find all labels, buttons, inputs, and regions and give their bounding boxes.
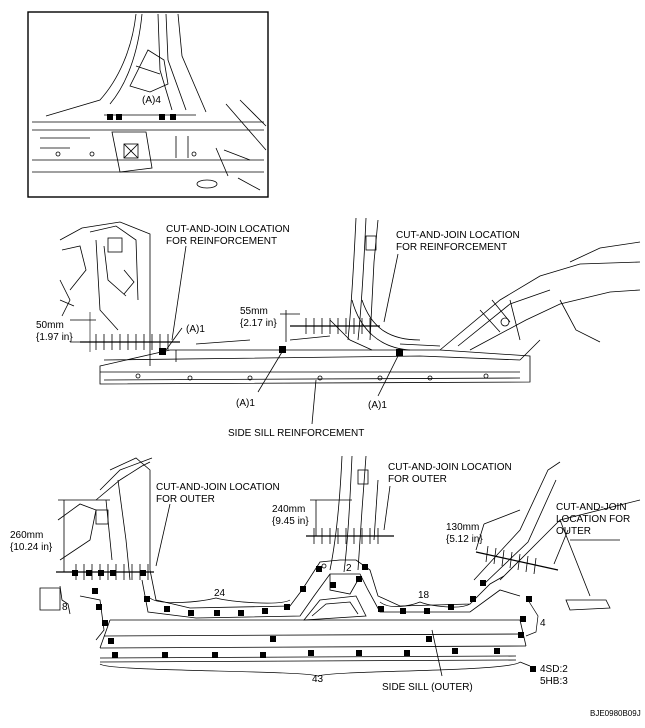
cut-join-outer-right-line3: OUTER	[556, 526, 591, 537]
weld-mark	[300, 586, 306, 592]
weld-mark	[116, 114, 122, 120]
weld-mark	[260, 652, 266, 658]
count-18: 18	[418, 590, 430, 601]
weld-mark	[279, 346, 286, 353]
weld-mark	[480, 580, 486, 586]
weld-mark	[378, 606, 384, 612]
weld-mark	[212, 652, 218, 658]
dim-240mm-in: {9.45 in}	[272, 516, 309, 527]
weld-mark	[144, 596, 150, 602]
count-8: 8	[62, 602, 68, 613]
weld-mark	[526, 596, 532, 602]
reinforcement-panel	[59, 217, 641, 425]
count-43: 43	[312, 674, 324, 685]
weld-mark	[110, 570, 116, 576]
weld-mark	[518, 632, 524, 638]
weld-mark	[404, 650, 410, 656]
legend-line2: 5HB:3	[540, 676, 568, 687]
weld-mark	[159, 348, 166, 355]
spot-a1-upper: (A)1	[186, 324, 205, 335]
weld-mark	[470, 596, 476, 602]
legend-line1: 4SD:2	[540, 664, 568, 675]
weld-mark	[494, 648, 500, 654]
dim-240mm: 240mm	[272, 504, 306, 515]
dim-50mm: 50mm	[36, 320, 64, 331]
weld-mark	[162, 652, 168, 658]
weld-mark	[448, 604, 454, 610]
weld-mark	[452, 648, 458, 654]
weld-mark	[98, 570, 104, 576]
weld-mark	[159, 114, 165, 120]
cut-join-reinforcement-left-line2: FOR REINFORCEMENT	[166, 236, 278, 247]
part-name-outer: SIDE SILL (OUTER)	[382, 682, 473, 693]
outer-spot-welds	[72, 564, 536, 672]
dim-130mm-in: {5.12 in}	[446, 534, 483, 545]
cut-join-reinforcement-right-line2: FOR REINFORCEMENT	[396, 242, 508, 253]
dim-260mm: 260mm	[10, 530, 44, 541]
weld-mark	[356, 650, 362, 656]
weld-mark	[424, 608, 430, 614]
count-24: 24	[214, 588, 226, 599]
dim-130mm: 130mm	[446, 522, 480, 533]
weld-mark	[426, 636, 432, 642]
legend-weld-mark	[530, 666, 536, 672]
weld-mark	[270, 636, 276, 642]
reinforcement-spot-welds	[159, 346, 403, 356]
weld-mark	[140, 570, 146, 576]
weld-mark	[520, 616, 526, 622]
detail-view	[27, 11, 269, 198]
weld-mark	[72, 570, 78, 576]
dim-260mm-in: {10.24 in}	[10, 542, 53, 553]
weld-mark	[262, 608, 268, 614]
weld-mark	[238, 610, 244, 616]
weld-mark	[108, 638, 114, 644]
weld-mark	[400, 608, 406, 614]
weld-mark	[284, 604, 290, 610]
weld-mark	[164, 606, 170, 612]
spot-a1-lower-left: (A)1	[236, 398, 255, 409]
dim-55mm: 55mm	[240, 306, 268, 317]
weld-mark	[188, 610, 194, 616]
weld-mark	[362, 564, 368, 570]
part-name-reinforcement: SIDE SILL REINFORCEMENT	[228, 428, 365, 439]
cut-join-outer-right-line1: CUT-AND-JOIN	[556, 502, 627, 513]
cut-join-outer-middle-line1: CUT-AND-JOIN LOCATION	[388, 462, 512, 473]
cut-join-outer-left-line2: FOR OUTER	[156, 494, 215, 505]
weld-mark	[96, 604, 102, 610]
dim-50mm-in: {1.97 in}	[36, 332, 73, 343]
dim-55mm-in: {2.17 in}	[240, 318, 277, 329]
detail-spot-welds	[107, 114, 176, 120]
weld-mark	[356, 576, 362, 582]
weld-mark	[170, 114, 176, 120]
weld-mark	[86, 570, 92, 576]
weld-mark	[102, 620, 108, 626]
count-4: 4	[540, 618, 546, 629]
spot-a1-lower-right: (A)1	[368, 400, 387, 411]
weld-mark	[316, 566, 322, 572]
weld-mark	[107, 114, 113, 120]
cut-join-outer-middle-line2: FOR OUTER	[388, 474, 447, 485]
weld-mark	[308, 650, 314, 656]
detail-label: (A)4	[142, 95, 161, 106]
weld-mark	[214, 610, 220, 616]
weld-mark	[330, 582, 336, 588]
figure-code: BJE0980B09J	[590, 709, 641, 718]
count-2: 2	[346, 563, 352, 574]
weld-mark	[112, 652, 118, 658]
cut-join-outer-right-line2: LOCATION FOR	[556, 514, 631, 525]
outer-panel	[39, 455, 641, 677]
weld-mark	[92, 588, 98, 594]
cut-join-reinforcement-right-line1: CUT-AND-JOIN LOCATION	[396, 230, 520, 241]
weld-mark	[396, 349, 403, 356]
cut-join-reinforcement-left-line1: CUT-AND-JOIN LOCATION	[166, 224, 290, 235]
cut-join-outer-left-line1: CUT-AND-JOIN LOCATION	[156, 482, 280, 493]
